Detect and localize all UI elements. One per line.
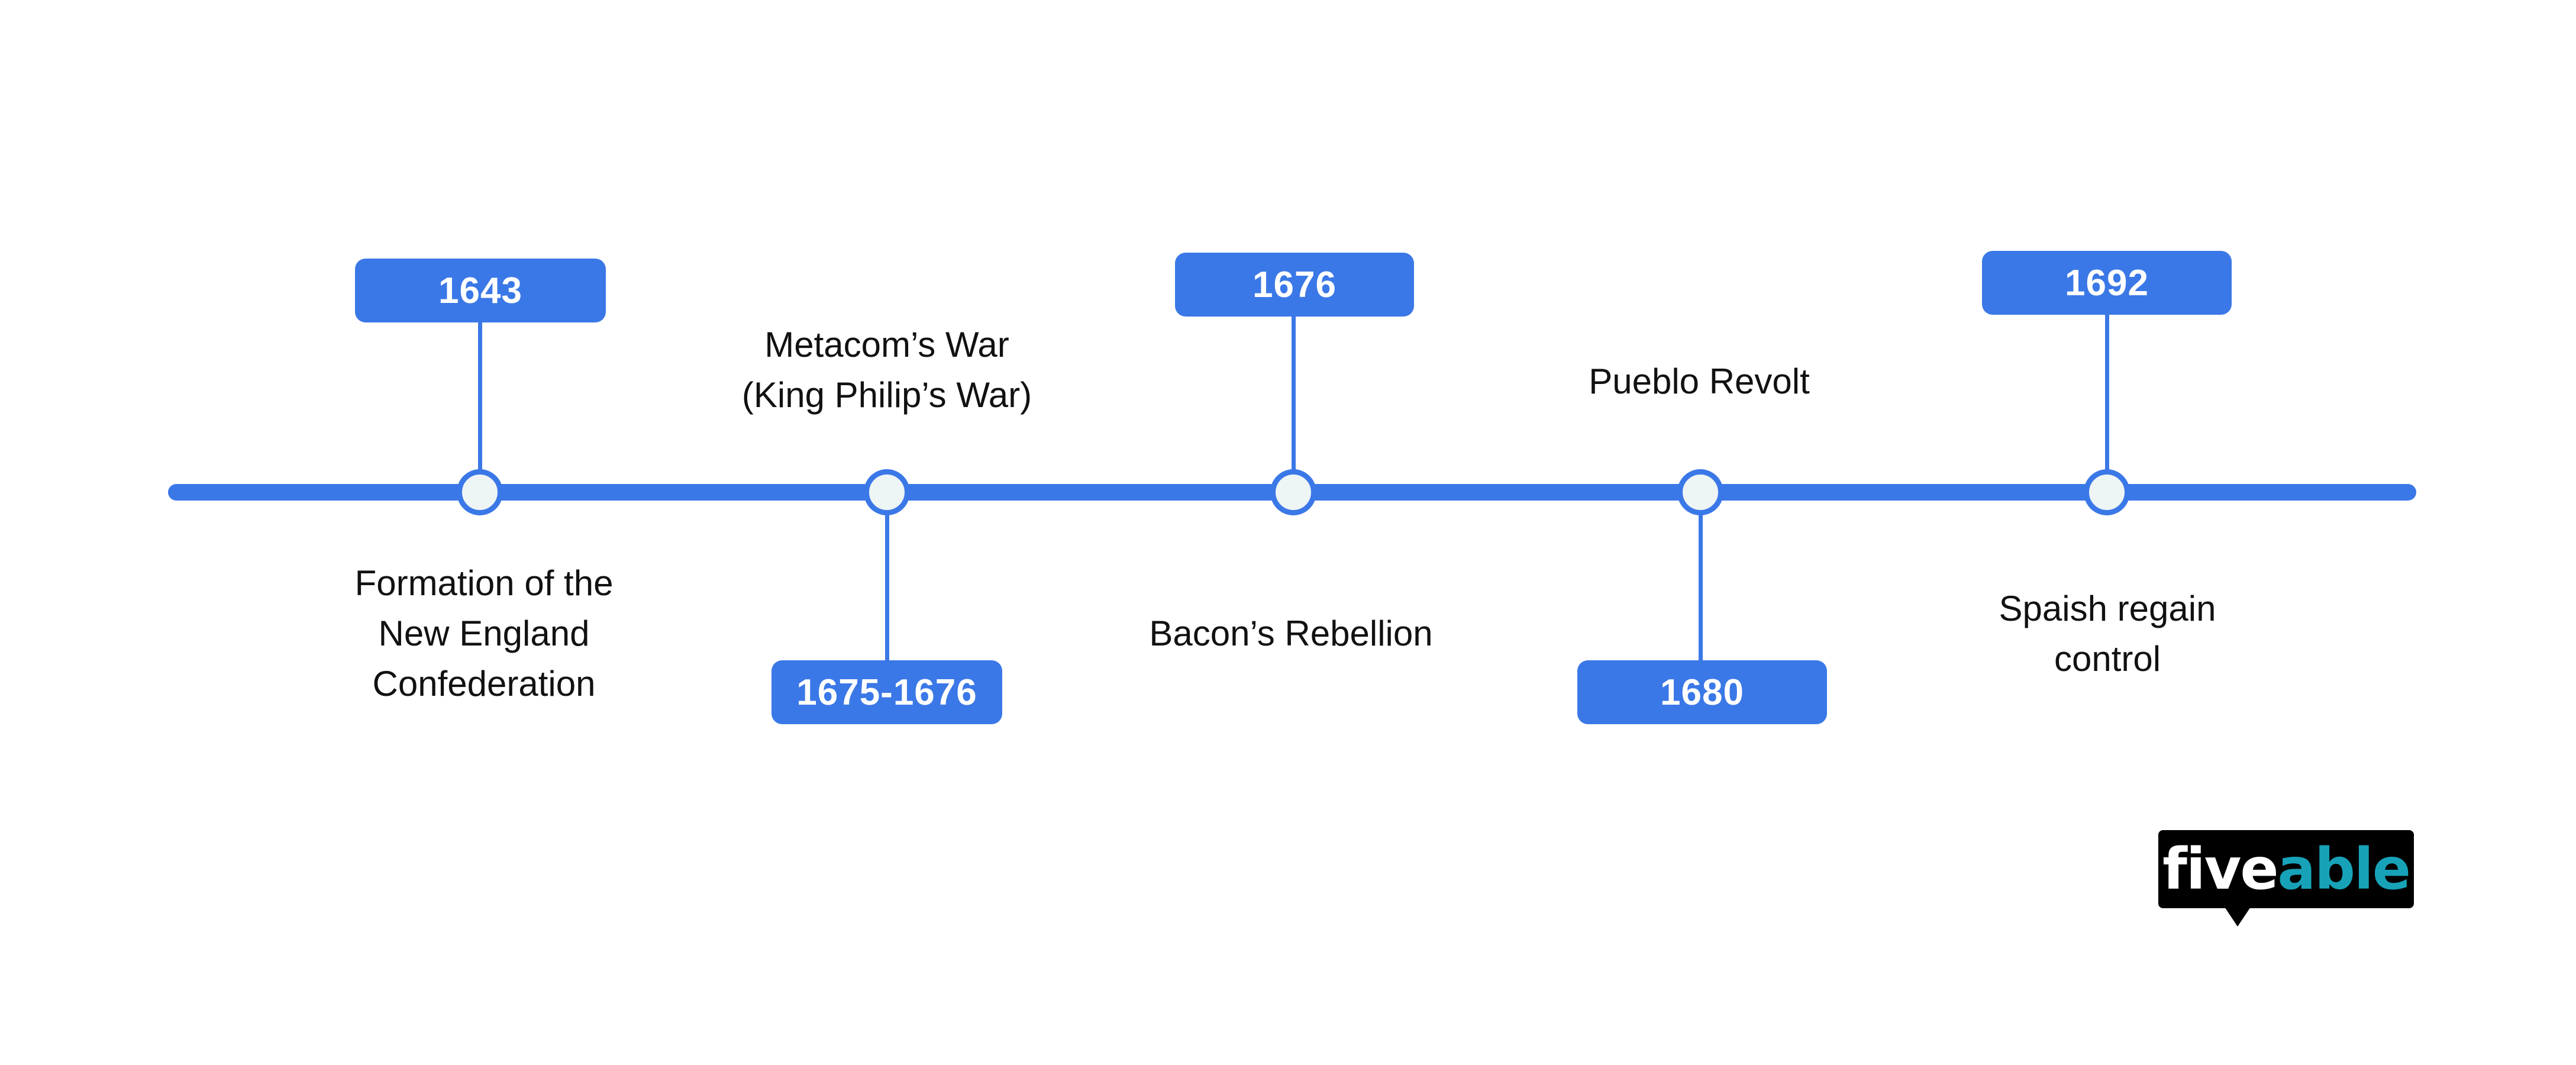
date-badge-1680: 1680 <box>1577 660 1827 724</box>
date-badge-1692: 1692 <box>1982 251 2232 315</box>
event-label-new-england-confederation: Formation of the New England Confederati… <box>354 563 614 703</box>
timeline-node-1643 <box>457 469 503 515</box>
event-label-spanish-regain-control: Spaish regain control <box>1999 589 2216 679</box>
event-label-pueblo-revolt: Pueblo Revolt <box>1589 362 1810 401</box>
logo-speech-tail <box>2223 905 2252 927</box>
connector-1676 <box>1292 315 1296 480</box>
connector-1680 <box>1699 515 1703 661</box>
timeline-node-1675-1676 <box>864 469 910 515</box>
timeline-node-1680 <box>1677 469 1723 515</box>
connector-1675-1676 <box>885 515 889 661</box>
logo-text-five: five <box>2162 836 2278 902</box>
logo-text-able: able <box>2277 836 2411 902</box>
connector-1643 <box>478 320 482 480</box>
event-label-metacoms-war: Metacom’s War (King Philip’s War) <box>741 325 1032 415</box>
date-badge-1643: 1643 <box>355 259 606 322</box>
timeline-node-1692 <box>2084 469 2130 515</box>
timeline-node-1676 <box>1270 469 1316 515</box>
event-label-bacons-rebellion: Bacon’s Rebellion <box>1149 614 1433 653</box>
date-badge-1676: 1676 <box>1175 253 1414 317</box>
connector-1692 <box>2105 312 2109 480</box>
date-badge-1675-1676: 1675-1676 <box>771 660 1002 724</box>
